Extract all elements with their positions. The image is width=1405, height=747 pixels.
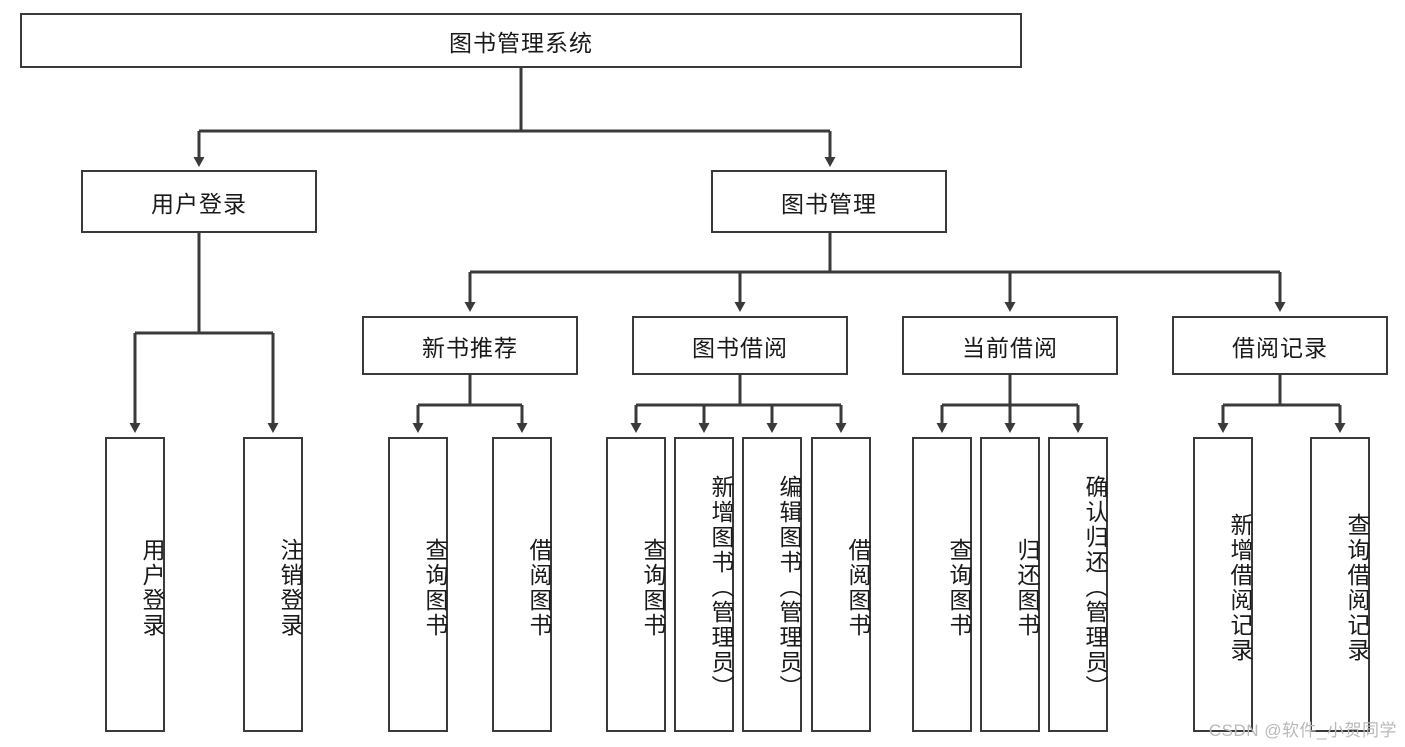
node-root-label: 图书管理系统 — [449, 29, 593, 56]
node-book-manage[interactable]: 图书管理 — [711, 170, 947, 233]
node-leaf-add-book[interactable]: 新增图书（管理员） — [674, 437, 734, 732]
node-leaf-borrow-book-2[interactable]: 借阅图书 — [811, 437, 871, 732]
node-book-borrow[interactable]: 图书借阅 — [632, 316, 848, 375]
node-leaf-return-book[interactable]: 归还图书 — [980, 437, 1040, 732]
node-root[interactable]: 图书管理系统 — [20, 13, 1022, 68]
node-leaf-user-login-label: 用户登录 — [139, 537, 165, 638]
node-leaf-logout-login-label: 注销登录 — [277, 537, 303, 638]
node-leaf-add-record[interactable]: 新增借阅记录 — [1193, 437, 1253, 732]
node-user-login-label: 用户登录 — [151, 190, 247, 217]
node-leaf-user-login[interactable]: 用户登录 — [105, 437, 165, 732]
node-book-borrow-label: 图书借阅 — [692, 334, 788, 361]
node-leaf-borrow-book-1[interactable]: 借阅图书 — [492, 437, 552, 732]
node-leaf-return-book-label: 归还图书 — [1014, 537, 1040, 638]
node-leaf-query-record[interactable]: 查询借阅记录 — [1310, 437, 1370, 732]
node-leaf-query-book-1[interactable]: 查询图书 — [388, 437, 448, 732]
node-leaf-confirm-return[interactable]: 确认归还（管理员） — [1048, 437, 1108, 732]
node-leaf-query-book-2-label: 查询图书 — [640, 537, 666, 638]
node-borrow-record[interactable]: 借阅记录 — [1172, 316, 1388, 375]
node-user-login[interactable]: 用户登录 — [81, 170, 317, 233]
node-current-borrow-label: 当前借阅 — [962, 334, 1058, 361]
node-current-borrow[interactable]: 当前借阅 — [902, 316, 1118, 375]
node-leaf-query-book-3-label: 查询图书 — [946, 537, 972, 638]
node-new-book-recommend-label: 新书推荐 — [422, 334, 518, 361]
node-borrow-record-label: 借阅记录 — [1232, 334, 1328, 361]
node-leaf-query-record-label: 查询借阅记录 — [1344, 512, 1370, 663]
node-leaf-query-book-2[interactable]: 查询图书 — [606, 437, 666, 732]
node-leaf-query-book-3[interactable]: 查询图书 — [912, 437, 972, 732]
node-book-manage-label: 图书管理 — [781, 190, 877, 217]
node-leaf-logout-login[interactable]: 注销登录 — [243, 437, 303, 732]
node-leaf-edit-book-label: 编辑图书（管理员） — [776, 475, 802, 700]
node-leaf-borrow-book-2-label: 借阅图书 — [845, 537, 871, 638]
node-leaf-add-record-label: 新增借阅记录 — [1227, 512, 1253, 663]
csdn-watermark: CSDN @软件_小贺同学 — [1208, 721, 1397, 740]
node-leaf-borrow-book-1-label: 借阅图书 — [526, 537, 552, 638]
node-leaf-add-book-label: 新增图书（管理员） — [708, 475, 734, 700]
node-new-book-recommend[interactable]: 新书推荐 — [362, 316, 578, 375]
node-leaf-edit-book[interactable]: 编辑图书（管理员） — [742, 437, 802, 732]
node-leaf-confirm-return-label: 确认归还（管理员） — [1082, 475, 1108, 700]
node-leaf-query-book-1-label: 查询图书 — [422, 537, 448, 638]
